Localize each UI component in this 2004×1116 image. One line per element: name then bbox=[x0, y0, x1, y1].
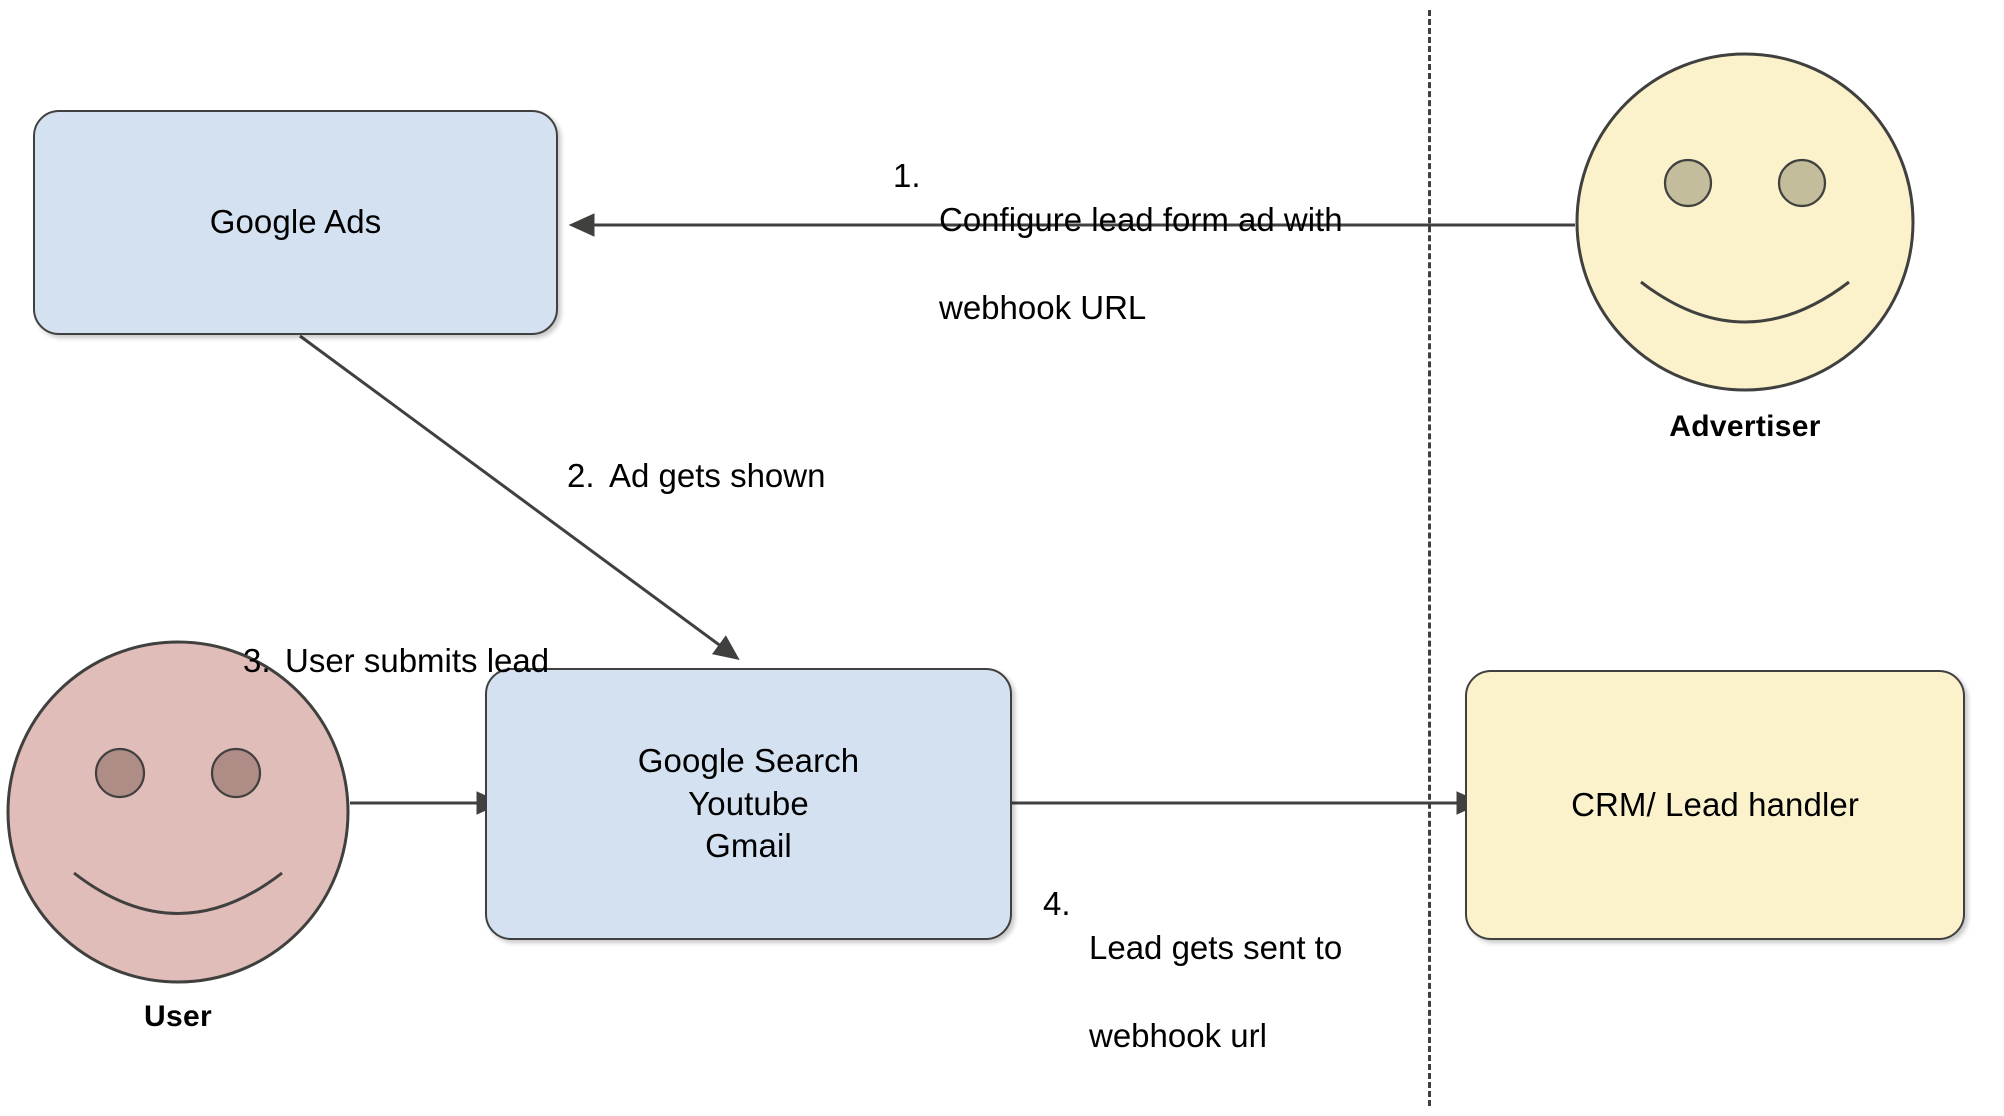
edge-label-step-2: 2. Ad gets shown bbox=[567, 410, 967, 542]
edge-label-step-1-number: 1. bbox=[893, 156, 921, 194]
edge-label-step-3: 3. User submits lead bbox=[243, 595, 643, 727]
edge-label-step-4-number: 4. bbox=[1043, 884, 1071, 922]
node-google-surfaces-line-2: Youtube bbox=[688, 784, 809, 822]
actor-advertiser[interactable]: Advertiser bbox=[1575, 50, 1915, 450]
actor-user[interactable]: User bbox=[6, 638, 350, 1038]
edge-label-step-1: 1. Configure lead form ad with webhook U… bbox=[893, 110, 1413, 373]
edge-label-step-4-line-1: Lead gets sent to bbox=[1089, 928, 1343, 966]
edge-label-step-4-line-2: webhook url bbox=[1089, 1016, 1267, 1054]
advertiser-smiley-icon bbox=[1575, 52, 1915, 392]
edge-label-step-1-line-2: webhook URL bbox=[939, 288, 1147, 326]
edge-label-step-2-text: Ad gets shown bbox=[609, 456, 826, 494]
user-smiley-icon bbox=[6, 640, 350, 984]
node-google-ads[interactable]: Google Ads bbox=[33, 110, 558, 335]
node-google-surfaces-line-1: Google Search bbox=[637, 741, 860, 779]
edge-label-step-3-number: 3. bbox=[243, 641, 271, 679]
edge-label-step-1-text: Configure lead form ad with webhook URL bbox=[939, 154, 1343, 330]
actor-user-label: User bbox=[144, 1000, 212, 1033]
node-google-surfaces-line-3: Gmail bbox=[705, 827, 792, 865]
vertical-dashed-divider bbox=[1428, 10, 1431, 1106]
edge-label-step-2-number: 2. bbox=[567, 456, 595, 494]
node-crm-lead-handler-label: CRM/ Lead handler bbox=[1571, 785, 1859, 823]
edge-label-step-1-line-1: Configure lead form ad with bbox=[939, 200, 1343, 238]
edge-label-step-3-text: User submits lead bbox=[285, 641, 550, 679]
edge-label-step-4: 4. Lead gets sent to webhook url bbox=[1043, 838, 1443, 1101]
actor-advertiser-label: Advertiser bbox=[1669, 410, 1821, 443]
node-crm-lead-handler[interactable]: CRM/ Lead handler bbox=[1465, 670, 1965, 940]
node-google-surfaces-label: Google Search Youtube Gmail bbox=[638, 740, 859, 869]
edge-label-step-4-text: Lead gets sent to webhook url bbox=[1089, 882, 1342, 1058]
node-google-ads-label: Google Ads bbox=[209, 203, 382, 241]
node-google-surfaces[interactable]: Google Search Youtube Gmail bbox=[485, 668, 1012, 940]
